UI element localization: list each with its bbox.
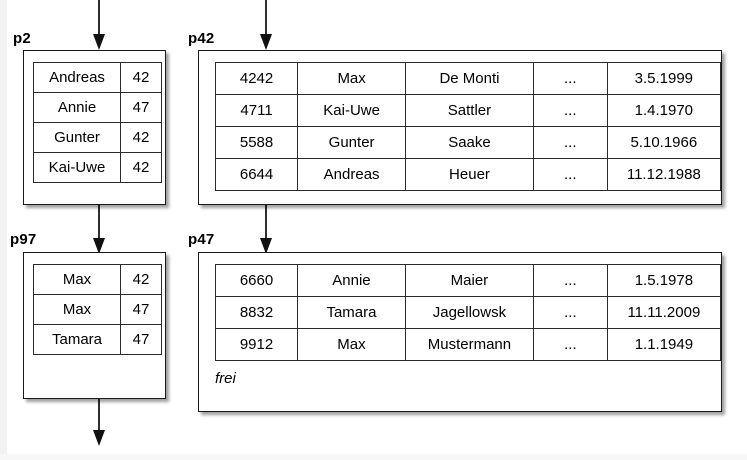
cell-ellipsis: ... <box>532 264 608 297</box>
page-label-p47: p47 <box>188 231 215 248</box>
arrow-out-of-p97 <box>93 398 105 446</box>
cell-last-name: Sattler <box>405 94 534 127</box>
cell-id: 9912 <box>214 328 299 361</box>
table-row: Andreas 42 <box>33 62 162 93</box>
cell-key: Gunter <box>33 122 121 153</box>
cell-date: 3.5.1999 <box>606 62 722 95</box>
cell-first-name: Andreas <box>297 158 407 191</box>
index-table-p97: Max 42 Max 47 Tamara 47 <box>33 264 162 355</box>
cell-key: Max <box>33 264 121 295</box>
cell-last-name: Mustermann <box>404 328 534 361</box>
cell-pointer: 47 <box>120 324 162 355</box>
page-label-p97: p97 <box>10 231 37 248</box>
page-box-p42: 4242 Max De Monti ... 3.5.1999 4711 Kai-… <box>198 50 722 205</box>
cell-id: 4711 <box>214 94 299 127</box>
cell-key: Tamara <box>33 324 121 355</box>
table-row: Kai-Uwe 42 <box>33 152 162 183</box>
bottom-gutter <box>0 454 747 460</box>
cell-id: 4242 <box>214 62 299 95</box>
cell-date: 1.1.1949 <box>606 328 722 361</box>
table-row: 6660 Annie Maier ... 1.5.1978 <box>214 264 722 297</box>
cell-last-name: Saake <box>405 126 534 159</box>
table-row: 4242 Max De Monti ... 3.5.1999 <box>214 62 722 95</box>
cell-date: 1.5.1978 <box>606 264 722 297</box>
cell-date: 11.11.2009 <box>606 296 722 329</box>
cell-first-name: Gunter <box>297 126 407 159</box>
page-box-p2: Andreas 42 Annie 47 Gunter 42 Kai-Uwe 42 <box>23 50 166 205</box>
cell-id: 6660 <box>214 264 299 297</box>
table-row: 6644 Andreas Heuer ... 11.12.1988 <box>214 158 722 191</box>
cell-first-name: Max <box>297 62 407 95</box>
cell-pointer: 42 <box>120 122 162 153</box>
cell-pointer: 42 <box>120 264 162 295</box>
page-box-p47: 6660 Annie Maier ... 1.5.1978 8832 Tamar… <box>198 252 722 412</box>
left-gutter <box>0 0 7 460</box>
cell-date: 5.10.1966 <box>606 126 722 159</box>
data-table-p47: 6660 Annie Maier ... 1.5.1978 8832 Tamar… <box>214 264 722 361</box>
cell-id: 8832 <box>214 296 299 329</box>
cell-key: Max <box>33 294 121 325</box>
cell-first-name: Tamara <box>297 296 406 329</box>
page-label-p42: p42 <box>188 30 215 47</box>
arrow-into-p2 <box>93 0 105 50</box>
page-label-p2: p2 <box>13 30 31 47</box>
cell-last-name: Heuer <box>405 158 534 191</box>
arrow-p2-to-p97 <box>93 204 105 254</box>
cell-ellipsis: ... <box>532 158 608 191</box>
free-space-label: frei <box>215 370 236 387</box>
cell-pointer: 47 <box>120 294 162 325</box>
table-row: Gunter 42 <box>33 122 162 153</box>
arrow-p42-to-p47 <box>260 204 272 254</box>
cell-key: Kai-Uwe <box>33 152 121 183</box>
table-row: Annie 47 <box>33 92 162 123</box>
table-row: 9912 Max Mustermann ... 1.1.1949 <box>214 328 722 361</box>
cell-ellipsis: ... <box>532 94 608 127</box>
table-row: 5588 Gunter Saake ... 5.10.1966 <box>214 126 722 159</box>
table-row: Tamara 47 <box>33 324 162 355</box>
cell-key: Annie <box>33 92 121 123</box>
data-table-p42: 4242 Max De Monti ... 3.5.1999 4711 Kai-… <box>214 62 722 191</box>
cell-last-name: Maier <box>404 264 534 297</box>
cell-last-name: De Monti <box>405 62 534 95</box>
index-table-p2: Andreas 42 Annie 47 Gunter 42 Kai-Uwe 42 <box>33 62 162 183</box>
cell-id: 6644 <box>214 158 299 191</box>
table-row: 4711 Kai-Uwe Sattler ... 1.4.1970 <box>214 94 722 127</box>
page-box-p97: Max 42 Max 47 Tamara 47 <box>23 252 166 399</box>
cell-ellipsis: ... <box>532 62 608 95</box>
cell-pointer: 47 <box>120 92 162 123</box>
table-row: 8832 Tamara Jagellowsk ... 11.11.2009 <box>214 296 722 329</box>
table-row: Max 47 <box>33 294 162 325</box>
cell-date: 11.12.1988 <box>606 158 722 191</box>
cell-ellipsis: ... <box>532 126 608 159</box>
cell-ellipsis: ... <box>532 296 608 329</box>
cell-first-name: Max <box>297 328 406 361</box>
cell-first-name: Annie <box>297 264 406 297</box>
cell-first-name: Kai-Uwe <box>297 94 407 127</box>
cell-date: 1.4.1970 <box>606 94 722 127</box>
cell-last-name: Jagellowsk <box>404 296 534 329</box>
cell-pointer: 42 <box>120 152 162 183</box>
table-row: Max 42 <box>33 264 162 295</box>
cell-id: 5588 <box>214 126 299 159</box>
cell-key: Andreas <box>33 62 121 93</box>
arrow-into-p42 <box>260 0 272 50</box>
cell-pointer: 42 <box>120 62 162 93</box>
cell-ellipsis: ... <box>532 328 608 361</box>
